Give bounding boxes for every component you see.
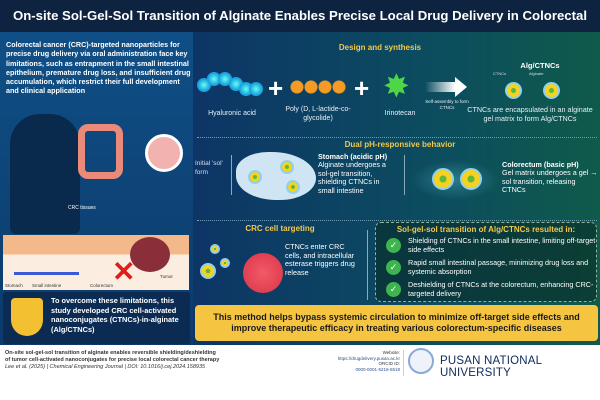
checkmark-icon: ✓ <box>386 282 401 298</box>
right-arrow-icon <box>425 82 455 92</box>
plus-icon: + <box>268 73 284 103</box>
small-intestine-label: Small intestine <box>32 283 62 288</box>
website-link[interactable]: https://drugdelivery.pusan.ac.kr <box>337 355 400 361</box>
cell-uptake-illustration <box>198 238 288 298</box>
colorectum-title: Colorectum (basic pH) <box>502 160 579 169</box>
checkmark-icon: ✓ <box>386 260 401 276</box>
alg-ctncs-title: Alg/CTNCs <box>520 61 560 70</box>
tumor-illustration <box>130 237 170 272</box>
chevron-right-icon <box>395 155 405 195</box>
flow-arrow-icon <box>14 272 79 275</box>
stomach-label: Stomach <box>5 283 23 288</box>
results-box: Sol-gel-sol transition of Alg/CTNCs resu… <box>375 222 597 302</box>
orcid-value: 0000-0001-5216-5518 <box>355 366 400 372</box>
result-text: Rapid small intestinal passage, minimizi… <box>408 258 589 276</box>
citation: On-site sol-gel-sol transition of algina… <box>5 350 219 371</box>
crc-tissues-label: CRC tissues <box>68 205 96 211</box>
left-panel: Colorectal cancer (CRC)-targeted nanopar… <box>0 32 193 345</box>
chevron-right-icon <box>222 155 232 195</box>
divider <box>197 220 597 221</box>
targeting-heading: CRC cell targeting <box>245 224 315 233</box>
stomach-description: Alginate undergoes a sol-gel transition,… <box>318 160 386 195</box>
shield-search-icon <box>11 298 43 336</box>
page-title: On-site Sol-Gel-Sol Transition of Algina… <box>0 0 600 55</box>
arrow-head-icon <box>455 77 467 97</box>
blocked-x-icon: ✕ <box>112 256 136 287</box>
targeting-description: CTNCs enter CRC cells, and intracellular… <box>285 242 355 277</box>
hyaluronic-acid-icon <box>197 72 263 96</box>
alginate-pointer-label: Alginate <box>529 71 544 76</box>
citation-title-line1: On-site sol-gel-sol transition of algina… <box>5 350 216 356</box>
ph-heading: Dual pH-responsive behavior <box>344 140 456 149</box>
self-assembly-label: Self-assembly to form CTNCs <box>425 99 469 110</box>
citation-reference: Lee et al. (2025) | Chemical Engineering… <box>5 364 206 370</box>
conclusion-box: To overcome these limitations, this stud… <box>3 292 190 344</box>
stomach-title: Stomach (acidic pH) <box>318 152 388 161</box>
citation-title-line2: of tumor cell-activated nanoconjugates f… <box>5 357 220 363</box>
divider <box>403 350 404 376</box>
intro-text: Colorectal cancer (CRC)-targeted nanopar… <box>6 40 191 96</box>
result-item: ✓ Rapid small intestinal passage, minimiz… <box>386 258 596 276</box>
alginate-gel-illustration <box>236 152 316 200</box>
hyaluronic-acid-label: Hyaluronic acid <box>208 110 256 117</box>
divider <box>197 137 597 138</box>
tumor-label: Tumor <box>160 274 173 279</box>
checkmark-icon: ✓ <box>386 238 401 254</box>
initial-sol-label: Initial 'sol' form <box>195 160 223 176</box>
result-item: ✓ Deshielding of CTNCs at the colorectum,… <box>386 280 596 298</box>
summary-banner: This method helps bypass systemic circul… <box>195 305 598 341</box>
alg-ctncs-description: CTNCs are encapsulated in an alginate ge… <box>467 105 593 123</box>
results-heading: Sol-gel-sol transition of Alg/CTNCs resu… <box>396 225 576 234</box>
plga-icon <box>290 80 346 94</box>
university-seal-logo <box>408 348 434 374</box>
university-name: PUSAN NATIONAL UNIVERSITY <box>440 355 542 379</box>
colorectum-description: Gel matrix undergoes a gel → sol transit… <box>502 168 598 195</box>
orcid-label: ORCID ID: <box>378 361 400 367</box>
irinotecan-label: Irinotecan <box>384 110 416 117</box>
result-item: ✓ Shielding of CTNCs in the small intesti… <box>386 236 596 254</box>
chevron-right-icon <box>358 230 368 300</box>
ctnc-particle-icon <box>543 82 560 99</box>
result-text: Shielding of CTNCs in the small intestin… <box>408 236 596 254</box>
irinotecan-star-icon: ✸ <box>383 68 410 104</box>
conclusion-text: To overcome these limitations, this stud… <box>51 296 179 334</box>
design-heading: Design and synthesis <box>338 43 422 52</box>
colon-illustration <box>78 124 123 179</box>
colon-cross-section-icon <box>145 134 183 172</box>
ctncs-pointer-label: CTNCs <box>493 71 507 76</box>
result-text: Deshielding of CTNCs at the colorectum, … <box>408 280 594 298</box>
plus-icon: + <box>354 73 370 103</box>
human-body-illustration <box>10 114 80 234</box>
plga-label: Poly (D, L-lactide-co-glycolide) <box>285 106 351 122</box>
contact-info: Website: https://drugdelivery.pusan.ac.k… <box>315 350 400 372</box>
colorectum-label: Colorectum <box>90 283 114 288</box>
website-label: Website: <box>382 350 400 355</box>
released-ctncs-illustration <box>410 160 500 200</box>
ctnc-particle-icon <box>505 82 522 99</box>
